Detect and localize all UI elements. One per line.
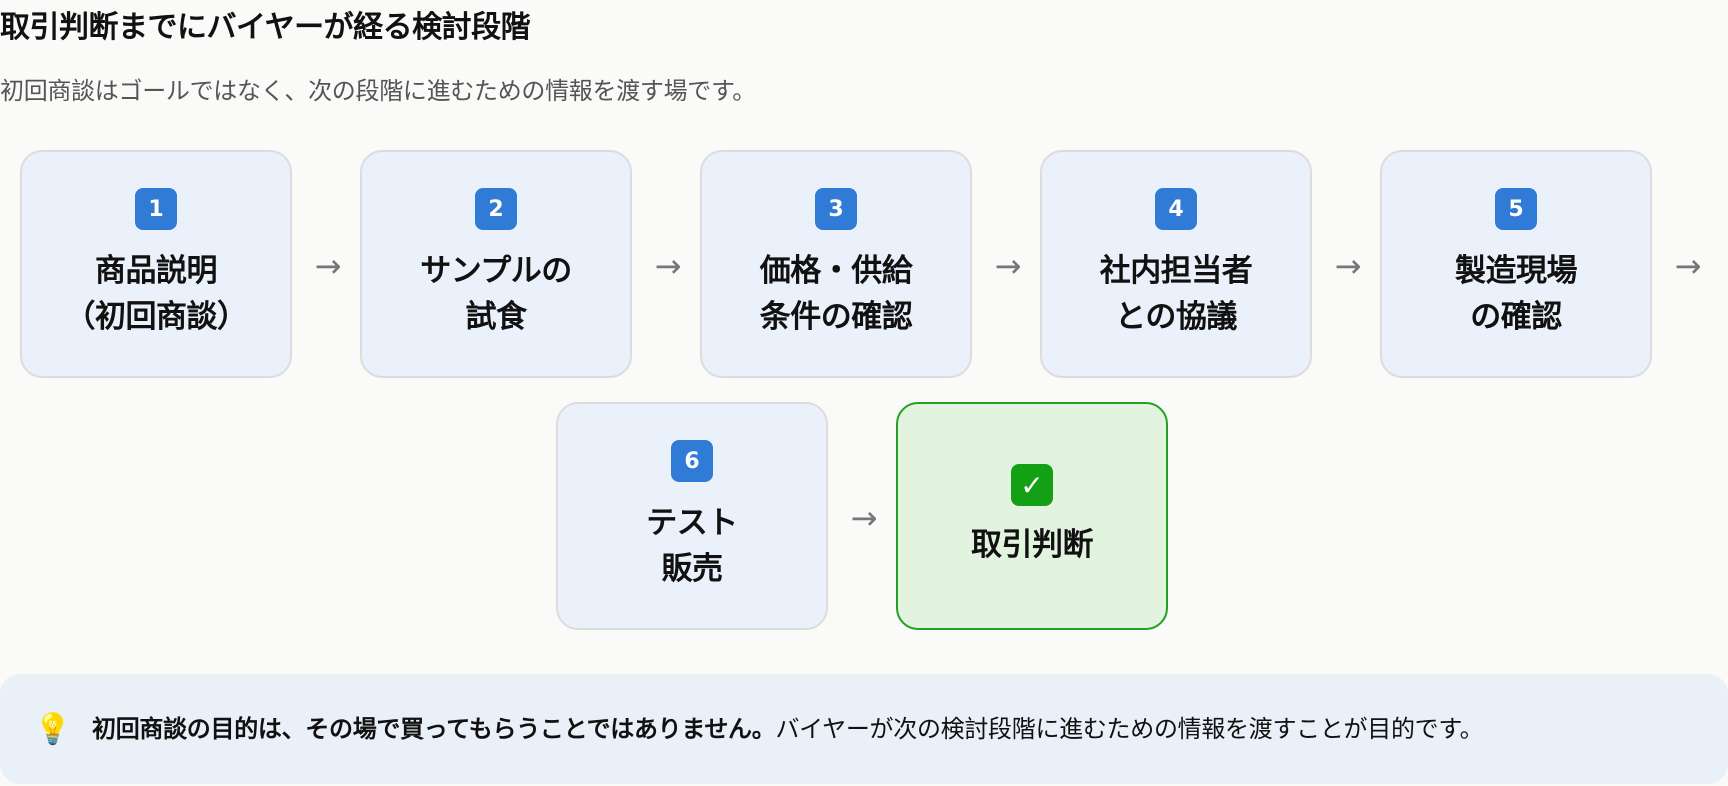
step-number-badge: 6 xyxy=(671,440,713,482)
step-3: 3 価格・供給 条件の確認 xyxy=(700,150,972,378)
step-1: 1 商品説明 （初回商談） xyxy=(20,150,292,378)
step-number-badge: 5 xyxy=(1495,188,1537,230)
step-label: 商品説明 （初回商談） xyxy=(64,253,249,335)
step-4: 4 社内担当者 との協議 xyxy=(1040,150,1312,378)
step-5: 5 製造現場 の確認 xyxy=(1380,150,1652,378)
arrow-icon: → xyxy=(994,247,1022,285)
tip-bold-text: 初回商談の目的は、その場で買ってもらうことではありません。 xyxy=(92,715,776,743)
step-label: テスト 販売 xyxy=(646,505,738,587)
page-subtitle: 初回商談はゴールではなく、次の段階に進むための情報を渡す場です。 xyxy=(0,77,756,105)
step-label: 社内担当者 との協議 xyxy=(1099,253,1253,335)
arrow-icon: → xyxy=(1674,247,1702,285)
check-icon: ✓ xyxy=(1011,464,1053,506)
step-2: 2 サンプルの 試食 xyxy=(360,150,632,378)
step-label: 価格・供給 条件の確認 xyxy=(759,253,913,335)
step-6: 6 テスト 販売 xyxy=(556,402,828,630)
step-number-badge: 3 xyxy=(815,188,857,230)
arrow-icon: → xyxy=(1334,247,1362,285)
arrow-icon: → xyxy=(850,499,878,537)
final-step-label: 取引判断 xyxy=(971,527,1094,563)
page-title: 取引判断までにバイヤーが経る検討段階 xyxy=(0,10,531,45)
lightbulb-icon: 💡 xyxy=(34,711,72,747)
arrow-icon: → xyxy=(314,247,342,285)
step-label: サンプルの 試食 xyxy=(420,253,572,335)
step-number-badge: 1 xyxy=(135,188,177,230)
step-number-badge: 2 xyxy=(475,188,517,230)
final-step-decision: ✓ 取引判断 xyxy=(896,402,1168,630)
step-label: 製造現場 の確認 xyxy=(1455,253,1578,335)
tip-callout: 💡 初回商談の目的は、その場で買ってもらうことではありません。バイヤーが次の検討… xyxy=(0,674,1728,784)
step-number-badge: 4 xyxy=(1155,188,1197,230)
tip-text: 初回商談の目的は、その場で買ってもらうことではありません。バイヤーが次の検討段階… xyxy=(92,712,1484,746)
arrow-icon: → xyxy=(654,247,682,285)
tip-body-text: バイヤーが次の検討段階に進むための情報を渡すことが目的です。 xyxy=(775,715,1484,743)
